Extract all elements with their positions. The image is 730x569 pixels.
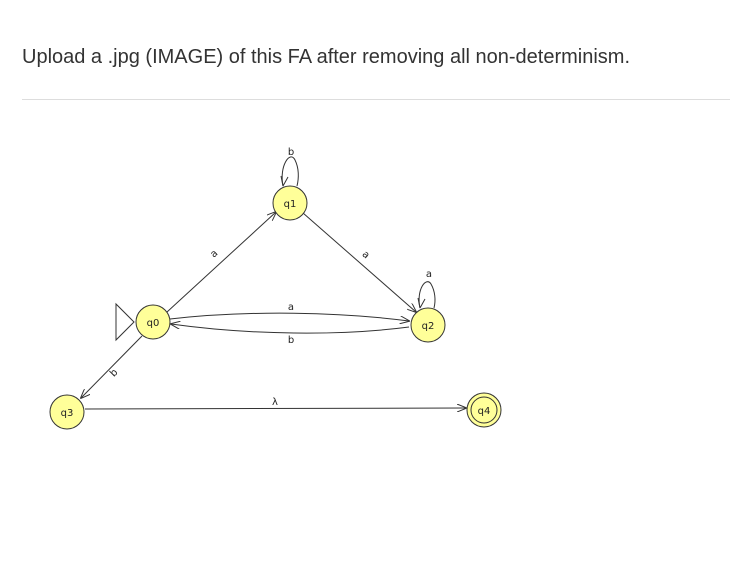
state-q0: q0: [135, 304, 171, 340]
state-label-q4: q4: [478, 406, 491, 417]
edge-label-q1-q1: b: [288, 147, 294, 158]
edge-label-q0-q2: a: [288, 302, 294, 313]
transition-q2-q2: [418, 281, 436, 309]
edge-label-q1-q2: a: [360, 249, 372, 261]
transition-q1-q1: [281, 156, 299, 187]
transition-q3-q4: [84, 408, 466, 409]
transition-q0-q1: [166, 212, 276, 313]
transition-q1-q2: [302, 212, 416, 312]
final-state-ring: [470, 396, 498, 424]
state-q2: q2: [410, 307, 446, 343]
state-label-q1: q1: [284, 199, 297, 210]
transition-q0-q2: [169, 312, 409, 321]
state-label-q2: q2: [422, 321, 435, 332]
edge-label-q0-q3: b: [108, 367, 120, 379]
edge-label-q3-q4: λ: [272, 397, 278, 408]
start-state-marker: [115, 302, 135, 342]
question-text: Upload a .jpg (IMAGE) of this FA after r…: [22, 46, 631, 68]
edge-label-q2-q2: a: [426, 269, 432, 280]
divider: [22, 99, 730, 100]
state-q4: q4: [466, 392, 502, 428]
transition-q2-q0: [171, 324, 410, 334]
state-label-q0: q0: [147, 318, 160, 329]
edge-label-q0-q1: a: [208, 248, 220, 260]
state-q1: q1: [272, 185, 308, 221]
state-label-q3: q3: [61, 408, 74, 419]
edge-label-q2-q0: b: [288, 335, 294, 346]
transition-q0-q3: [81, 335, 143, 398]
state-q3: q3: [49, 394, 85, 430]
